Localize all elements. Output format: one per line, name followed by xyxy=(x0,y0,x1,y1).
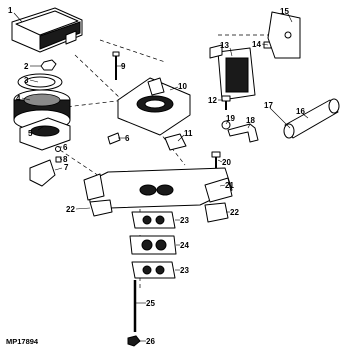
callout-13: 13 xyxy=(220,41,229,50)
callout-6-left: 6 xyxy=(63,143,68,152)
clamp-19 xyxy=(221,120,231,130)
callout-10: 10 xyxy=(178,82,187,91)
callout-2: 2 xyxy=(24,62,29,71)
breather-hose xyxy=(227,123,259,143)
intake-manifold xyxy=(83,167,233,209)
breather-tube xyxy=(283,98,340,139)
callout-8: 8 xyxy=(63,155,68,164)
nut-26 xyxy=(127,335,141,347)
screw xyxy=(112,51,120,80)
callout-11: 11 xyxy=(184,129,193,138)
callout-23-upper: 23 xyxy=(180,216,189,225)
callout-19: 19 xyxy=(226,114,235,123)
manifold-flange-right xyxy=(204,202,229,223)
gasket-upper xyxy=(131,211,176,229)
callout-23-lower: 23 xyxy=(180,266,189,275)
manifold-flange-left xyxy=(89,199,113,217)
callout-5: 5 xyxy=(28,129,33,138)
callout-22-right: 22 xyxy=(230,208,239,217)
figure-id: MP17894 xyxy=(6,337,39,346)
air-cleaner-cover xyxy=(11,7,83,53)
seal-ring xyxy=(17,73,63,91)
callout-15: 15 xyxy=(280,7,289,16)
callout-18: 18 xyxy=(246,116,255,125)
callout-22-left: 22 xyxy=(66,205,75,214)
callout-24: 24 xyxy=(180,241,189,250)
base-housing xyxy=(117,77,191,136)
callout-14: 14 xyxy=(252,40,261,49)
clip xyxy=(107,132,121,145)
callout-labels: 1 2 3 4 5 6 7 8 9 10 11 6 12 13 14 15 16… xyxy=(8,6,305,346)
screw-12 xyxy=(221,95,231,110)
callout-7: 7 xyxy=(64,163,69,172)
leader-lines xyxy=(13,12,309,342)
callout-3: 3 xyxy=(24,76,29,85)
wing-nut xyxy=(40,59,57,71)
carburetor-spacer xyxy=(129,235,177,255)
callout-6-right: 6 xyxy=(125,134,130,143)
air-cleaner-base xyxy=(19,117,71,151)
bracket-15 xyxy=(267,11,301,59)
callout-12: 12 xyxy=(208,96,217,105)
callout-16: 16 xyxy=(296,107,305,116)
callout-9: 9 xyxy=(121,62,126,71)
callout-21: 21 xyxy=(225,181,234,190)
gasket-lower xyxy=(131,261,176,279)
callout-17: 17 xyxy=(264,101,273,110)
callout-1: 1 xyxy=(8,6,13,15)
callout-26: 26 xyxy=(146,337,155,346)
breather-assembly xyxy=(209,44,256,101)
mounting-bracket xyxy=(29,146,62,187)
callout-20: 20 xyxy=(222,158,231,167)
callout-4: 4 xyxy=(16,94,21,103)
callout-25: 25 xyxy=(146,299,155,308)
